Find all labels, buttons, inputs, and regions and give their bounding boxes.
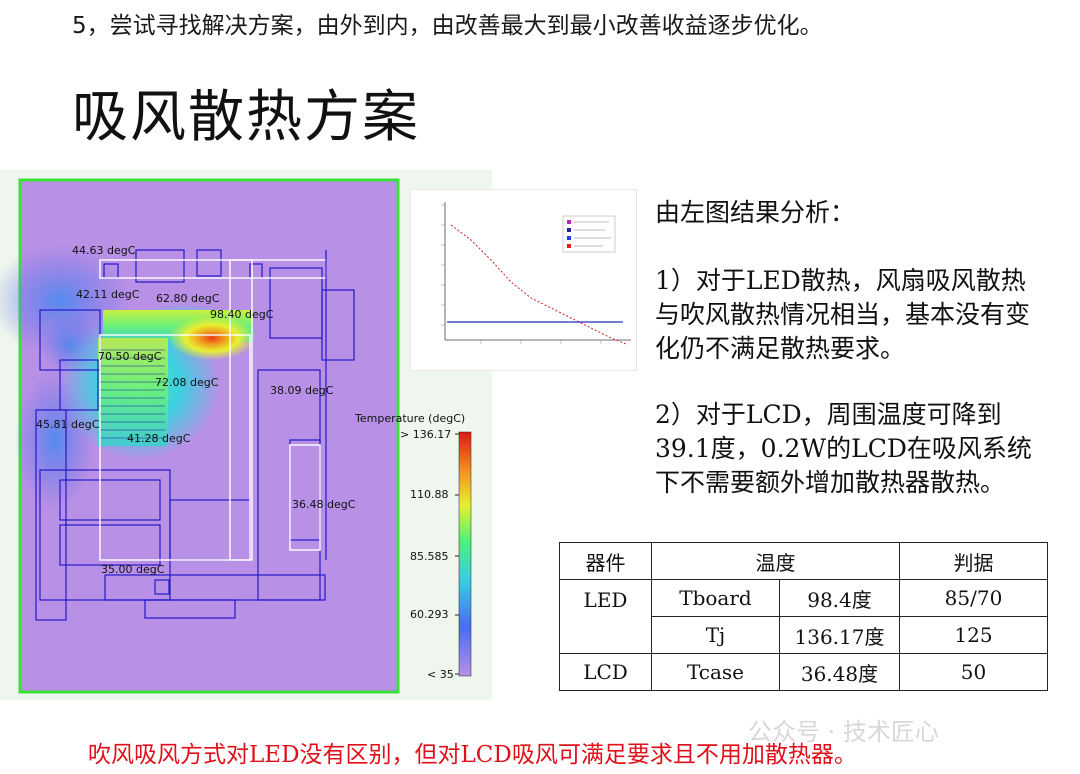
cell-device: LED (559, 579, 652, 654)
probe-label: 98.40 degC (210, 308, 274, 321)
cell-temp: 36.48度 (779, 653, 900, 691)
probe-label: 72.08 degC (155, 376, 219, 389)
table-row: LED Tboard 98.4度 85/70 (559, 579, 1048, 654)
legend-tick: 60.293 (410, 608, 449, 621)
header-device: 器件 (559, 542, 652, 580)
probe-label: 42.11 degC (76, 288, 140, 301)
header-criterion: 判据 (899, 542, 1048, 580)
analysis-title: 由左图结果分析： (655, 198, 856, 227)
table-header-row: 器件 温度 判据 (559, 542, 1048, 580)
cell-criterion: 85/70 (899, 579, 1048, 617)
table-row: LCD Tcase 36.48度 50 (559, 653, 1048, 691)
analysis-point-led: 1）对于LED散热，风扇吸风散热与吹风散热情况相当，基本没有变化仍不满足散热要求… (655, 266, 1031, 363)
legend-color-scale (458, 431, 472, 677)
thermal-map-image: 44.63 degC 42.11 degC 62.80 degC 98.40 d… (0, 178, 472, 694)
probe-label: 36.48 degC (292, 498, 356, 511)
watermark: 公众号 · 技术匠心 (748, 718, 939, 746)
cell-criterion: 50 (899, 653, 1048, 691)
cell-criterion: 125 (899, 616, 1048, 654)
cell-temp: 136.17度 (779, 616, 900, 654)
fan-curve-chart (410, 189, 637, 371)
cell-device: LCD (559, 653, 652, 691)
cell-param: Tboard (651, 579, 780, 617)
header-temperature: 温度 (651, 542, 900, 580)
probe-label: 45.81 degC (36, 418, 100, 431)
analysis-point-lcd: 2）对于LCD，周围温度可降到39.1度，0.2W的LCD在吸风系统下不需要额外… (655, 400, 1032, 497)
probe-label: 70.50 degC (98, 350, 162, 363)
legend-tick: 85.585 (410, 550, 449, 563)
legend-tick: > 136.17 (400, 428, 451, 441)
step-text: 5，尝试寻找解决方案，由外到内，由改善最大到最小改善收益逐步优化。 (72, 13, 823, 39)
conclusion-text: 吹风吸风方式对LED没有区别，但对LCD吸风可满足要求且不用加散热器。 (88, 742, 857, 768)
page-title: 吸风散热方案 (72, 85, 420, 150)
probe-label: 38.09 degC (270, 384, 334, 397)
cell-temp: 98.4度 (779, 579, 900, 617)
legend-tick: < 35 (427, 668, 454, 681)
legend-tick: 110.88 (410, 488, 449, 501)
cell-param: Tj (651, 616, 780, 654)
probe-label: 35.00 degC (101, 563, 165, 576)
probe-label: 41.28 degC (127, 432, 191, 445)
probe-label: 44.63 degC (72, 244, 136, 257)
probe-label: 62.80 degC (156, 292, 220, 305)
cell-param: Tcase (651, 653, 780, 691)
result-table: 器件 温度 判据 LED Tboard 98.4度 85/70 Tj 136.1… (559, 542, 1048, 691)
legend-title: Temperature (degC) (354, 412, 465, 425)
